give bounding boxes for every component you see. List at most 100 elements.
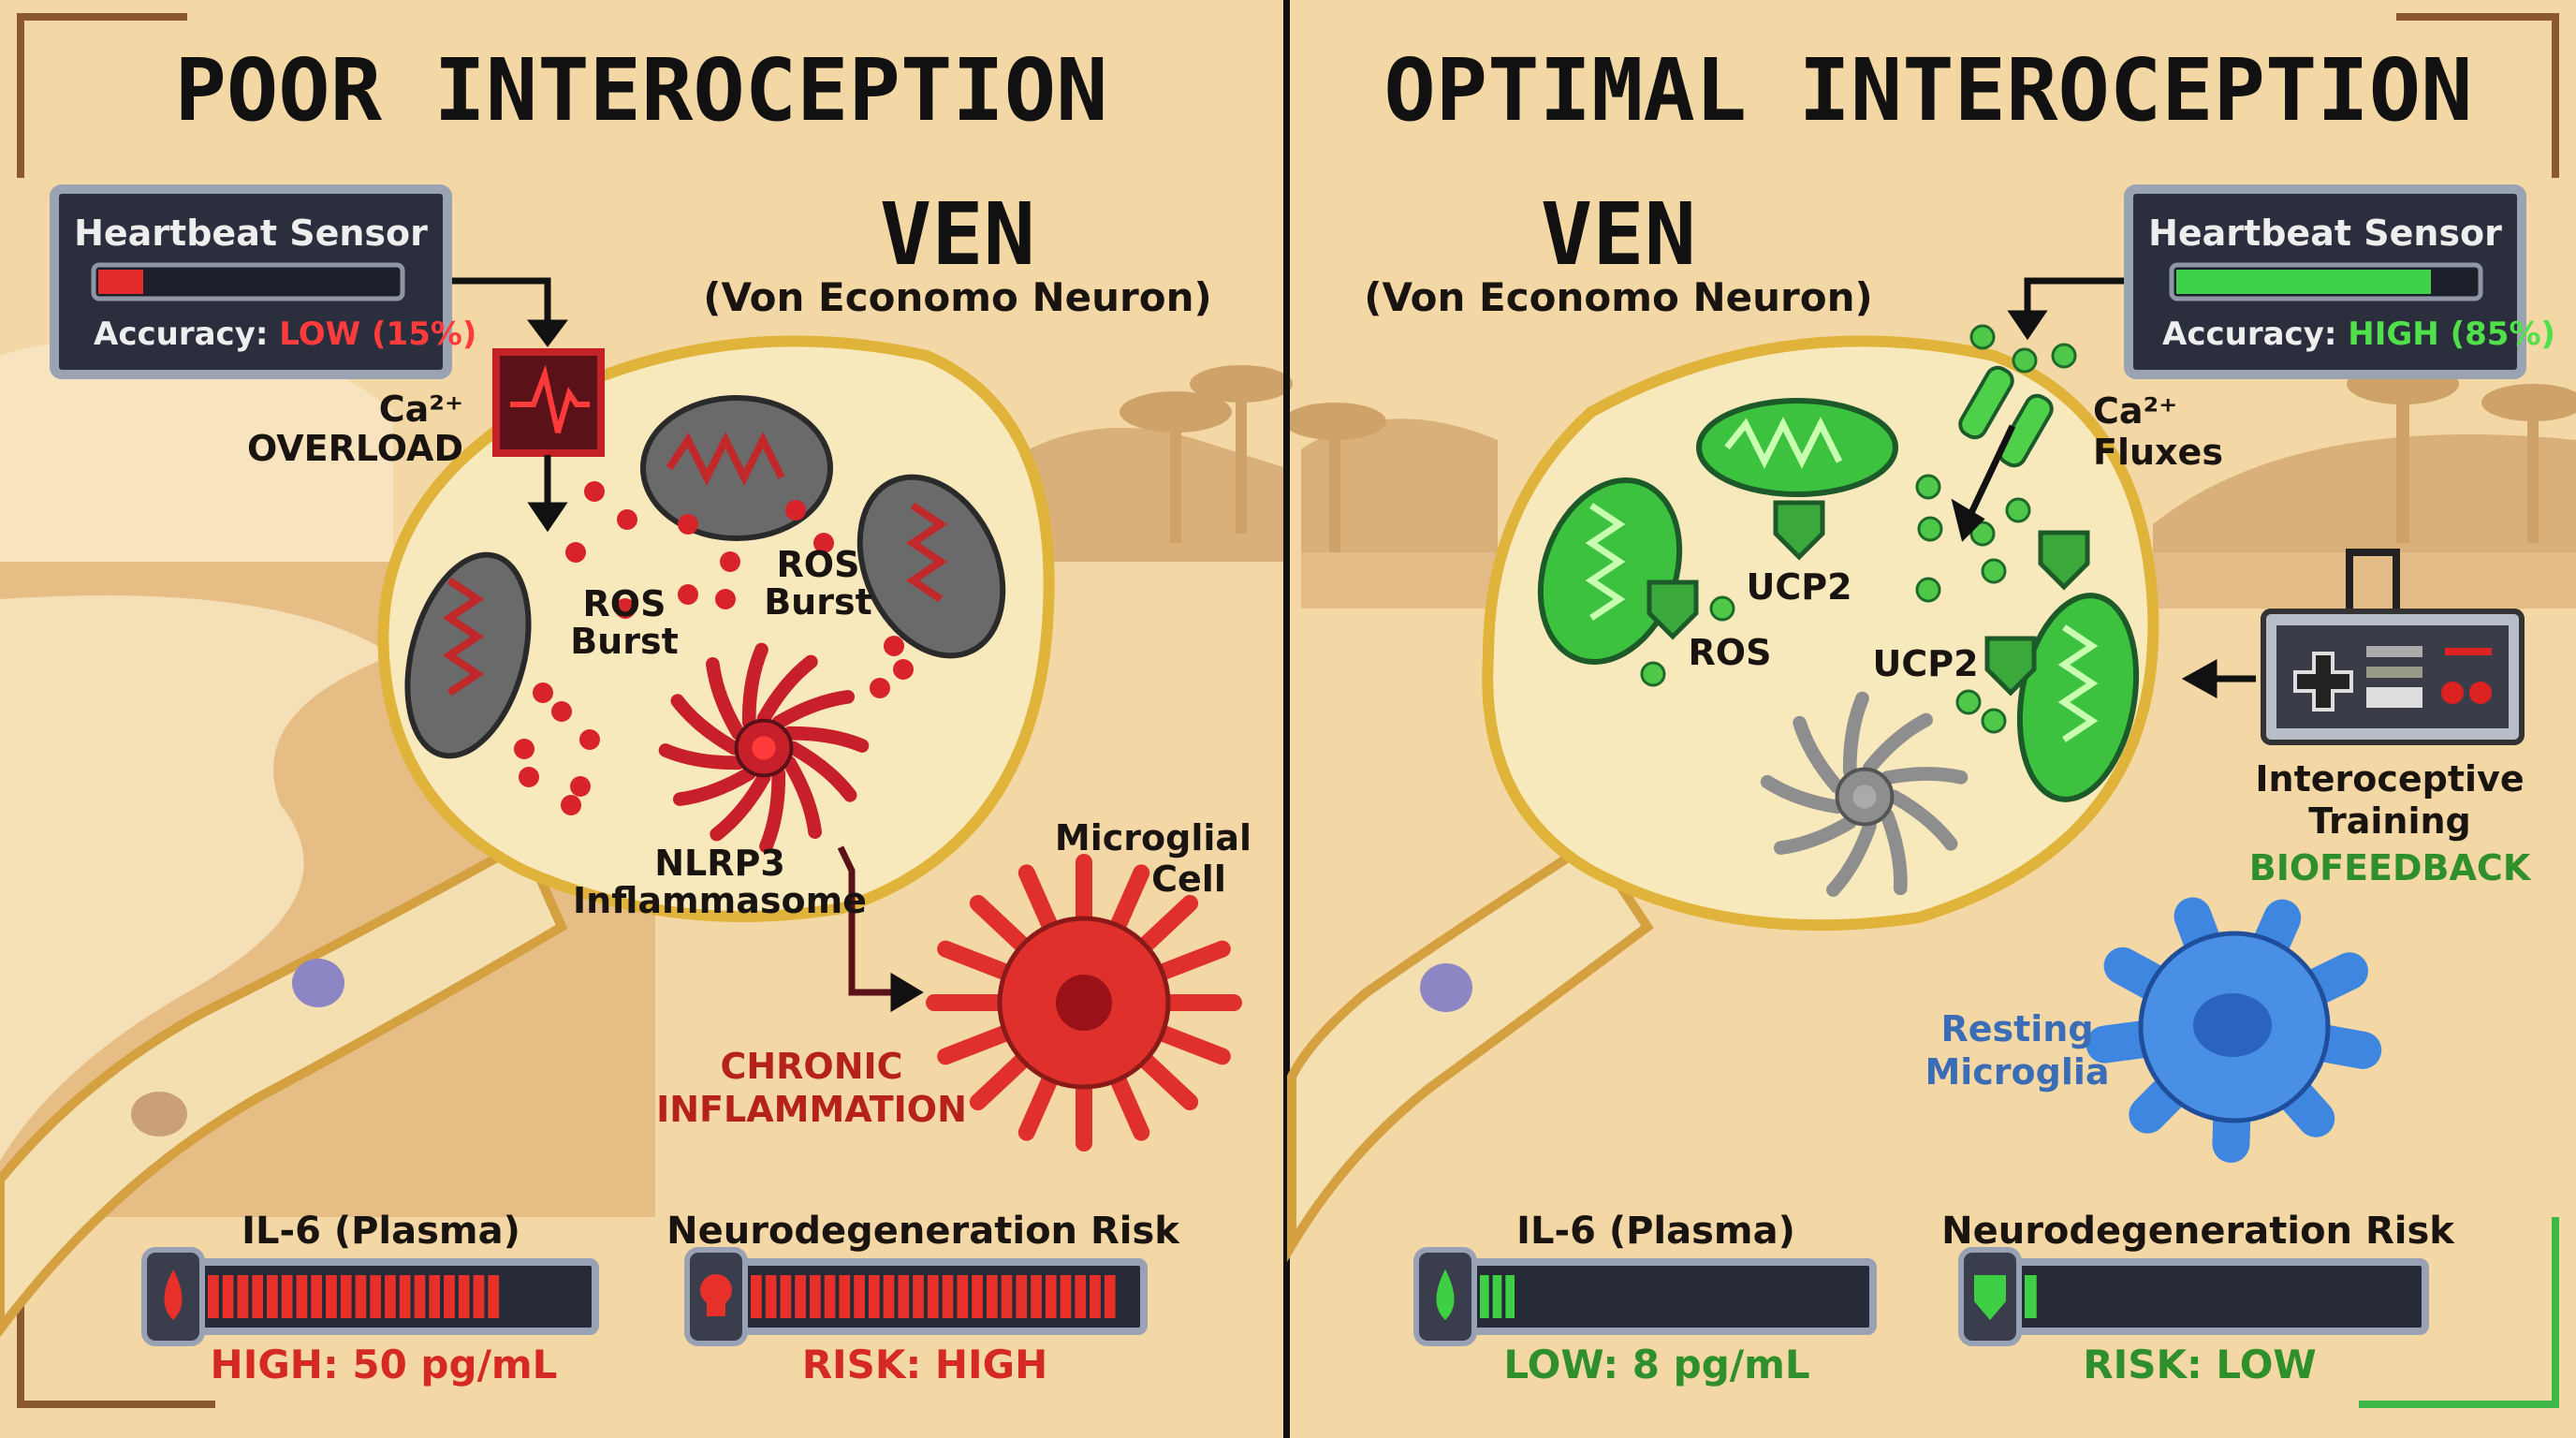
calcium-dot: [1640, 661, 1666, 687]
mitochondria-cristae: [442, 432, 948, 697]
ros-dot: [785, 500, 806, 521]
meter-segment: [1090, 1275, 1101, 1318]
arm: [1880, 808, 1908, 896]
calcium-dot: [1969, 324, 1996, 350]
meter-segment: [1001, 1275, 1013, 1318]
right-ven-subtitle: (Von Economo Neuron): [1364, 274, 1872, 320]
arm: [782, 726, 870, 753]
ros-dot: [720, 551, 740, 572]
ros-dot: [519, 767, 539, 787]
biofeedback-label: BIOFEEDBACK: [2249, 847, 2532, 888]
calcium-dot: [1981, 708, 2007, 734]
shield-icon: [1647, 580, 1699, 640]
ros-dot: [893, 659, 914, 680]
left-accuracy-bar-fill: [98, 270, 143, 294]
right-sensor-title: Heartbeat Sensor: [2148, 213, 2502, 254]
activated-microglia-icon: [926, 854, 1242, 1152]
right-risk-meter: [1958, 1247, 2429, 1346]
meter-segment: [252, 1275, 264, 1318]
overload-label: OVERLOAD: [247, 428, 463, 469]
meter-segment: [488, 1275, 500, 1318]
meter-segment: [385, 1275, 396, 1318]
ros-dot: [715, 589, 736, 609]
left-il6-value: HIGH: 50 pg/mL: [211, 1342, 558, 1387]
right-il6-meter: [1413, 1247, 1877, 1346]
arm: [706, 656, 746, 741]
meter-segment: [370, 1275, 382, 1318]
ros-dot: [870, 678, 890, 698]
meter-segment: [208, 1275, 219, 1318]
meters: IL-6 (Plasma) Neurodegeneration Risk IL-…: [141, 1210, 2455, 1387]
calcium-dot: [2051, 343, 2077, 369]
meter-segment: [1492, 1275, 1502, 1318]
meter-segment: [942, 1275, 954, 1318]
ucp2-label-2: UCP2: [1872, 643, 1978, 684]
game-controller-icon: [2261, 549, 2525, 745]
meter-segment: [839, 1275, 851, 1318]
arm: [786, 741, 857, 802]
heart-monitor-icon: [492, 348, 605, 457]
ca-label: Ca²⁺: [379, 389, 463, 430]
meter-segment: [458, 1275, 470, 1318]
meter-segment: [281, 1275, 293, 1318]
shield-icon: [1773, 500, 1825, 561]
arm: [1863, 712, 1933, 775]
meter-segment: [1016, 1275, 1028, 1318]
meter-segment: [414, 1275, 426, 1318]
ros-dot: [570, 776, 591, 797]
microglia-label: Microglia: [1925, 1051, 2109, 1093]
ros-dot: [813, 533, 834, 553]
ros-particles: [514, 481, 914, 815]
ros-dot: [579, 729, 600, 750]
calcium-dot: [2012, 347, 2038, 374]
ros-burst-label-2: ROS: [777, 544, 860, 585]
arm: [741, 642, 768, 730]
arm: [1793, 715, 1844, 794]
ros-dot: [514, 739, 534, 759]
training-label-2: Training: [2308, 800, 2471, 842]
right-il6-label: IL-6 (Plasma): [1516, 1210, 1795, 1253]
meter-segment: [898, 1275, 910, 1318]
calcium-dot: [1969, 521, 1996, 547]
nucleus: [2193, 993, 2272, 1057]
right-accuracy-label: Accuracy:: [2162, 315, 2336, 353]
svg-text:Accuracy: HIGH (85%): Accuracy: HIGH (85%): [2162, 315, 2555, 353]
meter-segment: [444, 1275, 455, 1318]
meter-segment: [868, 1275, 880, 1318]
shield-icon: [1974, 1275, 2006, 1320]
left-title: POOR INTEROCEPTION: [175, 40, 1108, 140]
green-drop-icon: [1436, 1269, 1455, 1320]
meter-segment: [222, 1275, 234, 1318]
ros-burst-label-2b: Burst: [764, 581, 872, 623]
training-label-1: Interoceptive: [2255, 758, 2524, 800]
left-accuracy-value: LOW (15%): [279, 315, 476, 353]
inflammasome-label: Inflammasome: [573, 880, 867, 921]
meter-segment: [751, 1275, 762, 1318]
left-il6-meter: [141, 1247, 599, 1346]
meter-segment: [2025, 1275, 2037, 1318]
meter-segment: [1505, 1275, 1515, 1318]
arm: [670, 694, 741, 756]
meter-track: [1969, 1258, 2429, 1335]
cell-label: Cell: [1151, 858, 1226, 900]
calcium-dot: [1915, 577, 1941, 603]
meter-segment: [1480, 1275, 1489, 1318]
panel-divider: [1283, 0, 1290, 1438]
inflammation-label: INFLAMMATION: [656, 1089, 967, 1130]
resting-label: Resting: [1940, 1008, 2093, 1049]
left-accuracy-label: Accuracy:: [94, 315, 268, 353]
calcium-dot: [1981, 558, 2007, 584]
ros-dot: [533, 682, 553, 703]
chronic-label: CHRONIC: [720, 1046, 902, 1087]
nucleus: [1056, 975, 1112, 1031]
skull-icon: [700, 1274, 732, 1306]
calcium-dot: [1709, 595, 1735, 622]
left-ven-title: VEN: [880, 184, 1035, 285]
left-axon: [0, 835, 568, 1338]
meter-segment: [1045, 1275, 1057, 1318]
calcium-dot: [1915, 474, 1941, 500]
meter-segment: [1075, 1275, 1087, 1318]
right-arrows: [1951, 277, 2256, 698]
arm: [1760, 774, 1844, 814]
meter-segment: [824, 1275, 836, 1318]
